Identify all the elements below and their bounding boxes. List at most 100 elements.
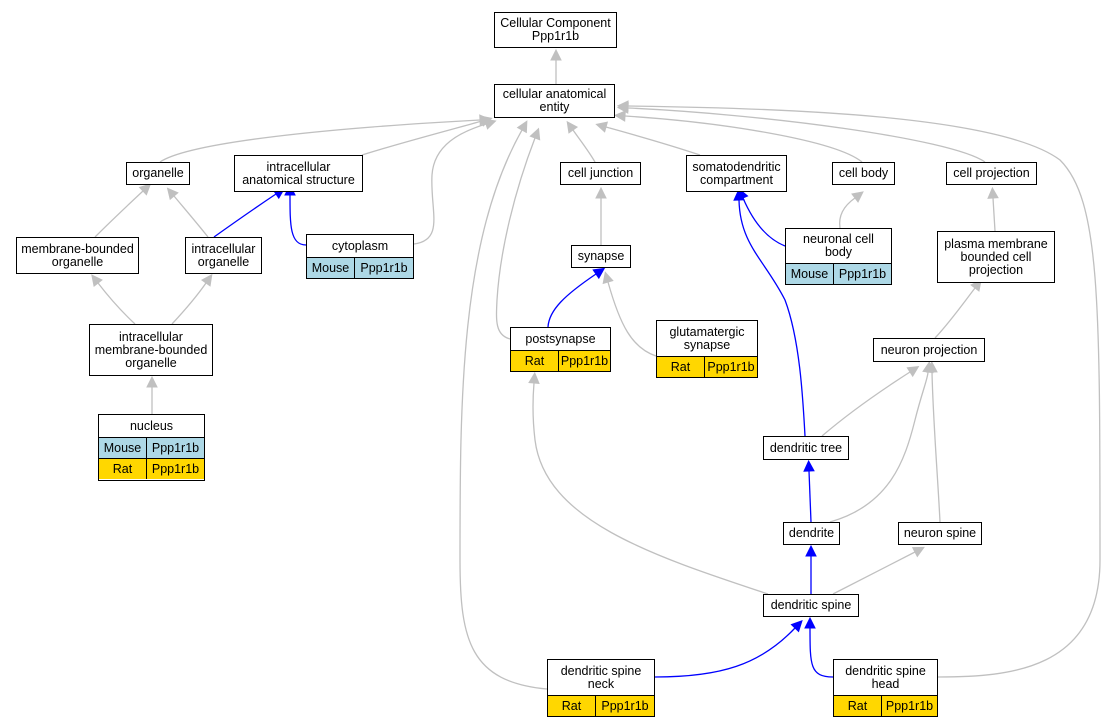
edge-cell_body-to-cae xyxy=(624,115,863,163)
node-cellular-anatomical-entity: cellular anatomical entity xyxy=(494,84,615,118)
edge-postsynapse-to-synapse xyxy=(547,273,597,328)
edge-dsh-to-cae-arrowhead xyxy=(616,100,629,112)
edge-imbo-to-io-arrowhead xyxy=(200,273,213,287)
node-label: dendritic spine neck xyxy=(560,663,642,691)
node-cellular-component-root: Cellular Component Ppp1r1b xyxy=(494,12,617,48)
edge-cell_junction-to-cae-arrowhead xyxy=(566,120,579,134)
annotation-row: Mouse Ppp1r1b xyxy=(99,437,204,458)
edge-nucleus-to-imbo-arrowhead xyxy=(146,375,158,388)
edge-somatodendritic-to-cae-arrowhead xyxy=(595,121,609,133)
edge-glut-to-synapse-arrowhead xyxy=(602,271,614,285)
node-label: intracellular anatomical structure xyxy=(242,159,355,187)
edge-dendritic_tree-to-neuron_projection xyxy=(821,371,911,437)
species-cell: Mouse xyxy=(307,258,355,278)
gene-cell: Ppp1r1b xyxy=(151,461,200,476)
species-cell: Rat xyxy=(99,459,147,479)
node-label: glutamatergic synapse xyxy=(669,324,745,352)
edge-neuron_spine-to-neuron_projection xyxy=(931,371,941,523)
edge-dendrite-to-neuron_projection xyxy=(829,371,929,523)
node-label: synapse xyxy=(577,249,625,263)
edge-cell_projection-to-cae xyxy=(627,107,986,163)
edge-dsh-to-dendritic_spine-arrowhead xyxy=(804,616,816,629)
node-cell-body: cell body xyxy=(832,162,895,185)
node-plasma-membrane-bounded-cell-projection: plasma membrane bounded cell projection xyxy=(937,231,1055,283)
node-label: dendritic tree xyxy=(769,440,843,455)
edge-dendritic_spine-to-postsynapse xyxy=(532,382,769,595)
edge-cytoplasm-to-cae-arrowhead xyxy=(483,118,497,130)
edge-postsynapse-to-synapse-arrowhead xyxy=(592,267,606,280)
species-cell: Rat xyxy=(511,351,559,371)
node-neuron-projection: neuron projection xyxy=(873,338,985,362)
edge-dendrite-to-dendritic_tree xyxy=(808,470,812,523)
node-neuron-spine: neuron spine xyxy=(898,522,982,545)
node-dendrite: dendrite xyxy=(783,522,840,545)
species-cell: Rat xyxy=(548,696,596,716)
node-dendritic-spine-neck: dendritic spine neck Rat Ppp1r1b xyxy=(547,659,655,717)
node-label: intracellular membrane-bounded organelle xyxy=(94,329,208,370)
node-label: cell junction xyxy=(567,166,634,180)
annotation-row: Rat Ppp1r1b xyxy=(511,350,610,371)
node-cell-junction: cell junction xyxy=(560,162,641,185)
species-cell: Mouse xyxy=(99,438,147,458)
edge-ncb-to-somatodendritic xyxy=(742,197,786,247)
edge-postsynapse-to-cae-arrowhead xyxy=(529,127,541,141)
node-label: cytoplasm xyxy=(331,238,389,253)
edge-dendritic_spine-to-postsynapse-arrowhead xyxy=(528,371,540,384)
edge-dendrite-to-dendritic_tree-arrowhead xyxy=(803,459,815,472)
edge-ias-to-cae xyxy=(361,120,483,156)
annotation-row: Rat Ppp1r1b xyxy=(548,695,654,716)
edge-neuron_spine-to-neuron_projection-arrowhead xyxy=(926,360,938,373)
node-label: Cellular Component Ppp1r1b xyxy=(500,16,611,43)
node-label: cell body xyxy=(838,166,889,180)
node-nucleus: nucleus Mouse Ppp1r1b Rat Ppp1r1b xyxy=(98,414,205,481)
annotation-row: Rat Ppp1r1b xyxy=(99,458,204,479)
node-glutamatergic-synapse: glutamatergic synapse Rat Ppp1r1b xyxy=(656,320,758,378)
edge-neuron_projection-to-pmbcp xyxy=(934,287,976,339)
node-label: dendritic spine head xyxy=(845,663,926,691)
node-synapse: synapse xyxy=(571,245,631,268)
edge-imbo-to-mbo xyxy=(97,282,136,325)
edge-dsh-to-dendritic_spine xyxy=(809,627,834,678)
edge-somatodendritic-to-cae xyxy=(605,126,701,156)
edge-dsn-to-dendritic_spine-arrowhead xyxy=(790,620,803,633)
edge-cytoplasm-to-ias xyxy=(289,194,307,246)
node-cytoplasm: cytoplasm Mouse Ppp1r1b xyxy=(306,234,414,279)
edge-pmbcp-to-cell_projection-arrowhead xyxy=(987,186,999,199)
node-label: cell projection xyxy=(953,166,1030,180)
edge-dendritic_spine-to-dendrite-arrowhead xyxy=(805,544,817,557)
node-label: neuron projection xyxy=(880,342,978,357)
node-intracellular-organelle: intracellular organelle xyxy=(185,237,262,274)
edge-dendritic_tree-to-somatodendritic-arrowhead xyxy=(733,188,745,201)
edge-io-to-organelle-arrowhead xyxy=(166,187,179,201)
node-label: plasma membrane bounded cell projection xyxy=(944,236,1048,277)
gene-cell: Ppp1r1b xyxy=(360,260,408,275)
gene-cell: Ppp1r1b xyxy=(885,698,934,713)
annotation-row: Mouse Ppp1r1b xyxy=(786,263,891,284)
gene-cell: Ppp1r1b xyxy=(151,440,200,455)
gene-cell: Ppp1r1b xyxy=(707,359,755,374)
node-dendritic-spine-head: dendritic spine head Rat Ppp1r1b xyxy=(833,659,938,717)
gene-cell: Ppp1r1b xyxy=(601,698,649,713)
edge-io-to-organelle xyxy=(173,195,209,238)
node-label: somatodendritic compartment xyxy=(692,159,781,187)
edge-dendritic_tree-to-somatodendritic xyxy=(738,199,806,437)
node-label: nucleus xyxy=(129,418,174,433)
edge-dsn-to-dendritic_spine xyxy=(654,627,796,678)
node-neuronal-cell-body: neuronal cell body Mouse Ppp1r1b xyxy=(785,228,892,285)
edge-synapse-to-cell_junction-arrowhead xyxy=(595,186,607,199)
node-somatodendritic-compartment: somatodendritic compartment xyxy=(686,155,787,192)
gene-cell: Ppp1r1b xyxy=(838,266,887,281)
edge-dendritic_spine-to-neuron_spine-arrowhead xyxy=(911,546,925,558)
edge-mbo-to-organelle xyxy=(94,190,144,238)
gene-cell: Ppp1r1b xyxy=(560,353,609,368)
edge-imbo-to-io xyxy=(171,282,207,325)
node-postsynapse: postsynapse Rat Ppp1r1b xyxy=(510,327,611,372)
species-cell: Mouse xyxy=(786,264,834,284)
node-label: organelle xyxy=(132,166,184,180)
edge-postsynapse-to-cae xyxy=(495,137,536,340)
edge-dendritic_tree-to-neuron_projection-arrowhead xyxy=(906,365,920,378)
node-cell-projection: cell projection xyxy=(946,162,1037,185)
node-label: neuron spine xyxy=(903,526,977,540)
species-cell: Rat xyxy=(834,696,882,716)
edge-ncb-to-cell_body-arrowhead xyxy=(851,191,864,203)
